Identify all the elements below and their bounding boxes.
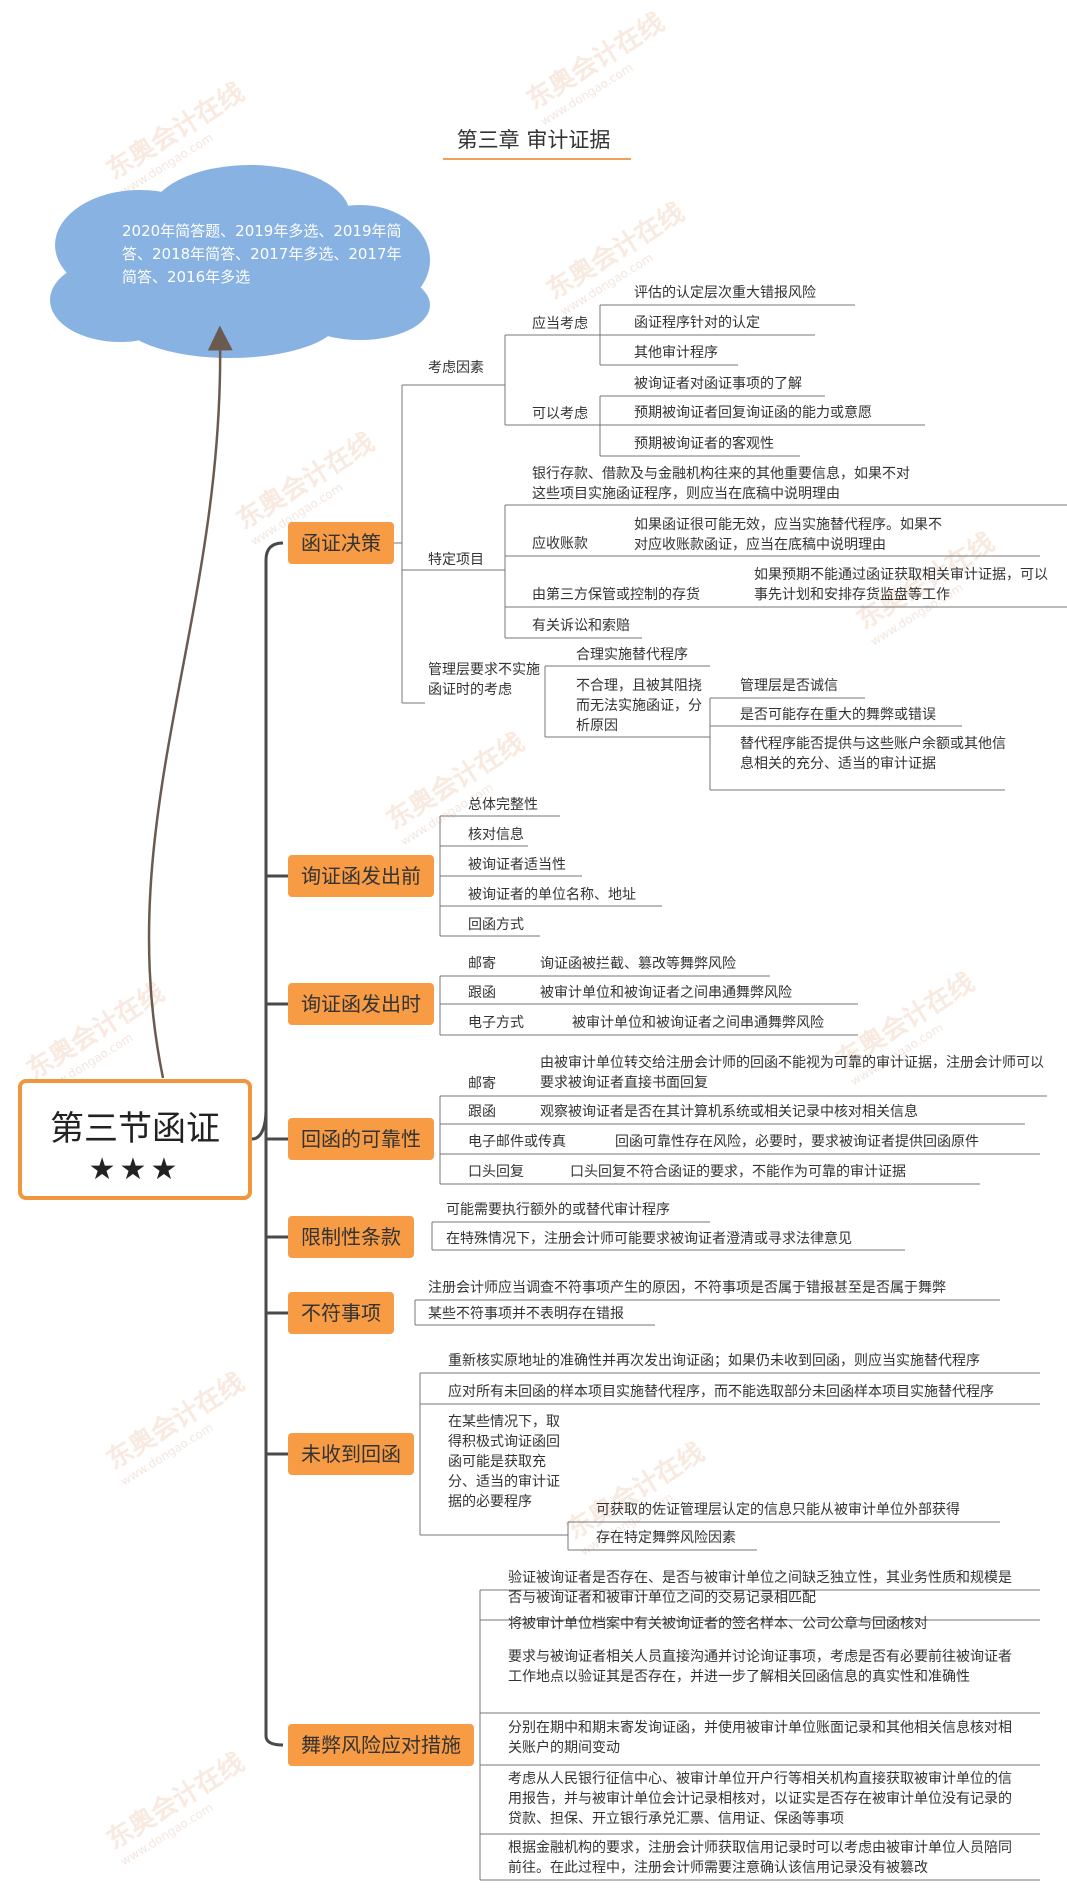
node-reply-method[interactable]: 邮寄	[468, 1076, 496, 1092]
branch-fraud-response[interactable]: 舞弊风险应对措施	[288, 1724, 474, 1766]
node-sending-method[interactable]: 电子方式	[468, 1015, 524, 1031]
node-restrictive-item[interactable]: 可能需要执行额外的或替代审计程序	[446, 1202, 670, 1218]
node-may-consider-item[interactable]: 预期被询证者的客观性	[634, 436, 774, 452]
node-must-consider-item[interactable]: 其他审计程序	[634, 345, 718, 361]
cloud-shape	[50, 165, 430, 358]
node-bank-deposits[interactable]: 银行存款、借款及与金融机构往来的其他重要信息，如果不对这些项目实施函证程序，则应…	[532, 466, 910, 502]
branch-confirmation-decision[interactable]: 函证决策	[288, 522, 394, 564]
node-reply-reliability-text[interactable]: 口头回复不符合函证的要求，不能作为可靠的审计证据	[570, 1164, 906, 1180]
node-accounts-receivable[interactable]: 应收账款	[532, 536, 588, 552]
node-third-party-detail[interactable]: 如果预期不能通过函证获取相关审计证据，可以事先计划和安排存货监盘等工作	[754, 567, 1048, 603]
central-stars: ★★★	[88, 1152, 182, 1187]
node-sending-method[interactable]: 邮寄	[468, 956, 496, 972]
node-fraud-measure[interactable]: 要求与被询证者相关人员直接沟通并讨论询证事项，考虑是否有必要前往被询证者工作地点…	[508, 1649, 1012, 1685]
node-sending-method[interactable]: 跟函	[468, 985, 496, 1001]
node-before-item[interactable]: 被询证者的单位名称、地址	[468, 887, 636, 903]
node-sending-risk[interactable]: 询证函被拦截、篡改等舞弊风险	[540, 956, 736, 972]
node-considerations[interactable]: 考虑因素	[428, 360, 484, 376]
node-specific-items[interactable]: 特定项目	[428, 552, 484, 568]
branch-when-sending[interactable]: 询证函发出时	[288, 983, 434, 1025]
node-reply-method[interactable]: 口头回复	[468, 1164, 524, 1180]
node-reply-method[interactable]: 电子邮件或传真	[468, 1134, 566, 1150]
branch-no-reply[interactable]: 未收到回函	[288, 1433, 414, 1475]
branch-restrictive-clause[interactable]: 限制性条款	[288, 1216, 414, 1258]
node-unreasonable[interactable]: 不合理，且被其阻挠而无法实施函证，分析原因	[576, 678, 702, 734]
node-may-consider[interactable]: 可以考虑	[532, 406, 588, 422]
node-no-reply-item[interactable]: 重新核实原地址的准确性并再次发出询证函；如果仍未收到回函，则应当实施替代程序	[448, 1353, 980, 1369]
node-before-item[interactable]: 总体完整性	[468, 797, 538, 813]
node-reasonable-alternative[interactable]: 合理实施替代程序	[576, 647, 688, 663]
node-before-item[interactable]: 被询证者适当性	[468, 857, 566, 873]
node-may-consider-item[interactable]: 预期被询证者回复询证函的能力或意愿	[634, 405, 872, 421]
node-must-consider[interactable]: 应当考虑	[532, 316, 588, 332]
node-management-request[interactable]: 管理层要求不实施函证时的考虑	[428, 662, 540, 698]
node-fraud-measure[interactable]: 分别在期中和期末寄发询证函，并使用被审计单位账面记录和其他相关信息核对相关账户的…	[508, 1720, 1012, 1756]
node-reply-method[interactable]: 跟函	[468, 1104, 496, 1120]
node-reply-reliability-text[interactable]: 由被审计单位转交给注册会计师的回函不能视为可靠的审计证据，注册会计师可以要求被询…	[540, 1055, 1044, 1091]
node-third-party-inventory[interactable]: 由第三方保管或控制的存货	[532, 587, 700, 603]
node-sending-risk[interactable]: 被审计单位和被询证者之间串通舞弊风险	[540, 985, 792, 1001]
node-before-item[interactable]: 回函方式	[468, 917, 524, 933]
node-fraud-measure[interactable]: 考虑从人民银行征信中心、被审计单位开户行等相关机构直接获取被审计单位的信用报告，…	[508, 1771, 1012, 1827]
branch-before-sending[interactable]: 询证函发出前	[288, 855, 434, 897]
exam-history-note: 2020年简答题、2019年多选、2019年简答、2018年简答、2017年多选…	[122, 222, 402, 286]
node-discrepancy-item[interactable]: 某些不符事项并不表明存在错报	[428, 1306, 624, 1322]
node-reply-reliability-text[interactable]: 回函可靠性存在风险，必要时，要求被询证者提供回函原件	[615, 1134, 979, 1150]
node-sending-risk[interactable]: 被审计单位和被询证者之间串通舞弊风险	[572, 1015, 824, 1031]
node-must-consider-item[interactable]: 函证程序针对的认定	[634, 315, 760, 331]
node-unreasonable-item[interactable]: 替代程序能否提供与这些账户余额或其他信息相关的充分、适当的审计证据	[740, 736, 1006, 772]
node-fraud-measure[interactable]: 验证被询证者是否存在、是否与被审计单位之间缺乏独立性，其业务性质和规模是否与被询…	[508, 1570, 1012, 1606]
central-title: 第三节函证	[50, 1109, 220, 1149]
title-underline	[443, 158, 631, 160]
node-fraud-measure[interactable]: 根据金融机构的要求，注册会计师获取信用记录时可以考虑由被审计单位人员陪同前往。在…	[508, 1840, 1012, 1876]
branch-discrepancies[interactable]: 不符事项	[288, 1292, 394, 1334]
node-fraud-measure[interactable]: 将被审计单位档案中有关被询证者的签名样本、公司公章与回函核对	[508, 1616, 928, 1632]
node-ar-detail[interactable]: 如果函证很可能无效，应当实施替代程序。如果不对应收账款函证，应当在底稿中说明理由	[634, 517, 942, 553]
node-unreasonable-item[interactable]: 管理层是否诚信	[740, 678, 838, 694]
node-unreasonable-item[interactable]: 是否可能存在重大的舞弊或错误	[740, 707, 936, 723]
node-lawsuits[interactable]: 有关诉讼和索赔	[532, 618, 630, 634]
branch-reply-reliability[interactable]: 回函的可靠性	[288, 1118, 434, 1160]
node-discrepancy-item[interactable]: 注册会计师应当调查不符事项产生的原因，不符事项是否属于错报甚至是否属于舞弊	[428, 1280, 946, 1296]
node-reply-reliability-text[interactable]: 观察被询证者是否在其计算机系统或相关记录中核对相关信息	[540, 1104, 918, 1120]
node-no-reply-item[interactable]: 应对所有未回函的样本项目实施替代程序，而不能选取部分未回函样本项目实施替代程序	[448, 1384, 994, 1400]
node-positive-confirmation-item[interactable]: 可获取的佐证管理层认定的信息只能从被审计单位外部获得	[596, 1502, 960, 1518]
node-must-consider-item[interactable]: 评估的认定层次重大错报风险	[634, 285, 816, 301]
node-positive-confirmation[interactable]: 在某些情况下，取得积极式询证函回函可能是获取充分、适当的审计证据的必要程序	[448, 1414, 560, 1510]
node-may-consider-item[interactable]: 被询证者对函证事项的了解	[634, 376, 802, 392]
page-title: 第三章 审计证据	[456, 128, 611, 152]
node-restrictive-item[interactable]: 在特殊情况下，注册会计师可能要求被询证者澄清或寻求法律意见	[446, 1231, 852, 1247]
central-topic[interactable]: 第三节函证 ★★★	[18, 1079, 252, 1200]
node-before-item[interactable]: 核对信息	[468, 827, 524, 843]
node-positive-confirmation-item[interactable]: 存在特定舞弊风险因素	[596, 1530, 736, 1546]
